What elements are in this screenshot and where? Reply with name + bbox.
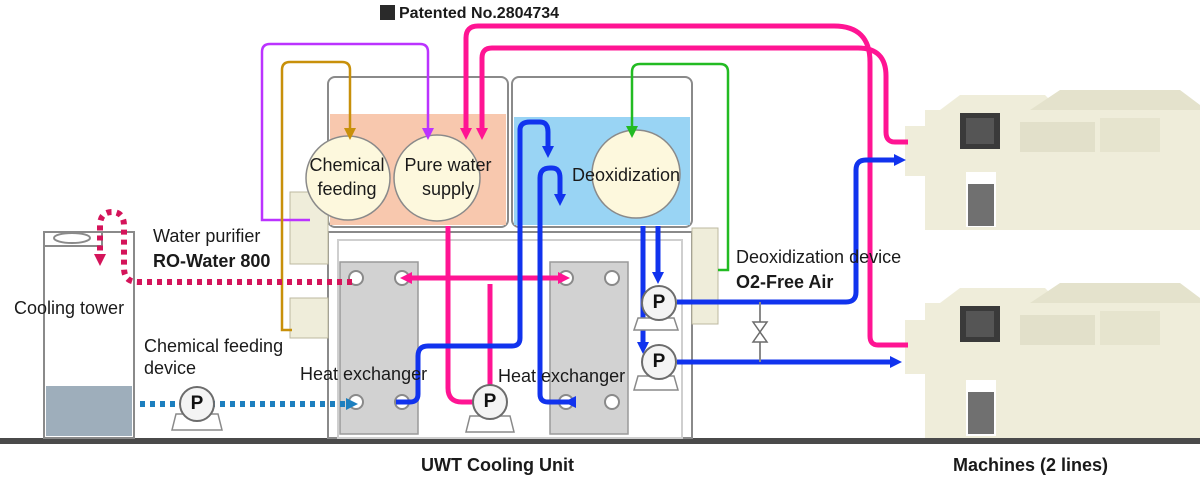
purple-feed-line: [260, 42, 430, 222]
cooling-tower: [43, 231, 135, 439]
green-feed-line: [630, 62, 730, 272]
dotted-pink-purifier-line: [97, 208, 352, 285]
pink-line-down: [445, 226, 476, 405]
water-purifier-label-line1: Water purifier: [153, 226, 261, 246]
pure-water-supply-label: Pure water supply: [404, 155, 492, 199]
patent-square-icon: [380, 5, 395, 20]
heat-exchanger-right-label: Heat exchanger: [498, 366, 626, 386]
deoxidization-device-label-line1: Deoxidization device: [736, 247, 902, 267]
pink-line-upper-return: [479, 45, 908, 145]
pump-bases: [171, 317, 680, 433]
pump-icon-pure-water: P: [472, 384, 508, 420]
pink-circulation-lines: [410, 23, 908, 405]
deoxidization-label: Deoxidization: [572, 165, 681, 185]
blue-line-to-machine-upper: [677, 157, 896, 305]
blue-arrowheads: [542, 146, 906, 408]
heat-exchanger-left-label: Heat exchanger: [300, 364, 428, 384]
chemical-feeding-tank-label: Chemical feeding: [309, 155, 385, 199]
dotted-blue-arrowhead: [346, 398, 358, 410]
bypass-valve-icon: [751, 302, 769, 362]
dotted-lines: [97, 208, 352, 407]
pink-line-lower-return: [463, 23, 908, 348]
deoxidization-device-label-line2: O2-Free Air: [736, 272, 834, 292]
patent-text: Patented No.2804734: [399, 5, 560, 22]
water-purifier-label-line2: RO-Water 800: [153, 251, 271, 271]
machine-upper: [905, 90, 1200, 230]
chemical-feeding-device-label-line2: device: [144, 358, 197, 378]
blue-line-he-right: [537, 165, 574, 405]
gold-feed-line: [280, 60, 352, 332]
pump-icon-deoxidization-lower: P: [641, 344, 677, 380]
feed-lines: [260, 42, 730, 332]
pure-water-tank: [393, 134, 481, 222]
patent-label: Patented No.2804734: [380, 4, 559, 24]
ground-line: [0, 438, 1200, 444]
dotted-pink-arrowhead: [94, 254, 106, 266]
green-arrowhead: [626, 126, 638, 138]
pump-icon-cooling-tower: P: [179, 386, 215, 422]
purple-arrowhead: [422, 128, 434, 140]
uwt-cooling-unit-label: UWT Cooling Unit: [421, 455, 574, 475]
gold-arrowhead: [344, 128, 356, 140]
pump-icon-deoxidization-upper: P: [641, 285, 677, 321]
cooling-tower-label: Cooling tower: [14, 298, 125, 318]
machine-lower: [905, 283, 1200, 438]
blue-circulation-lines: [396, 119, 896, 405]
machines-label: Machines (2 lines): [953, 455, 1109, 475]
chemical-feeding-device-label-line1: Chemical feeding: [144, 336, 284, 356]
blue-line-he-left: [396, 119, 551, 405]
